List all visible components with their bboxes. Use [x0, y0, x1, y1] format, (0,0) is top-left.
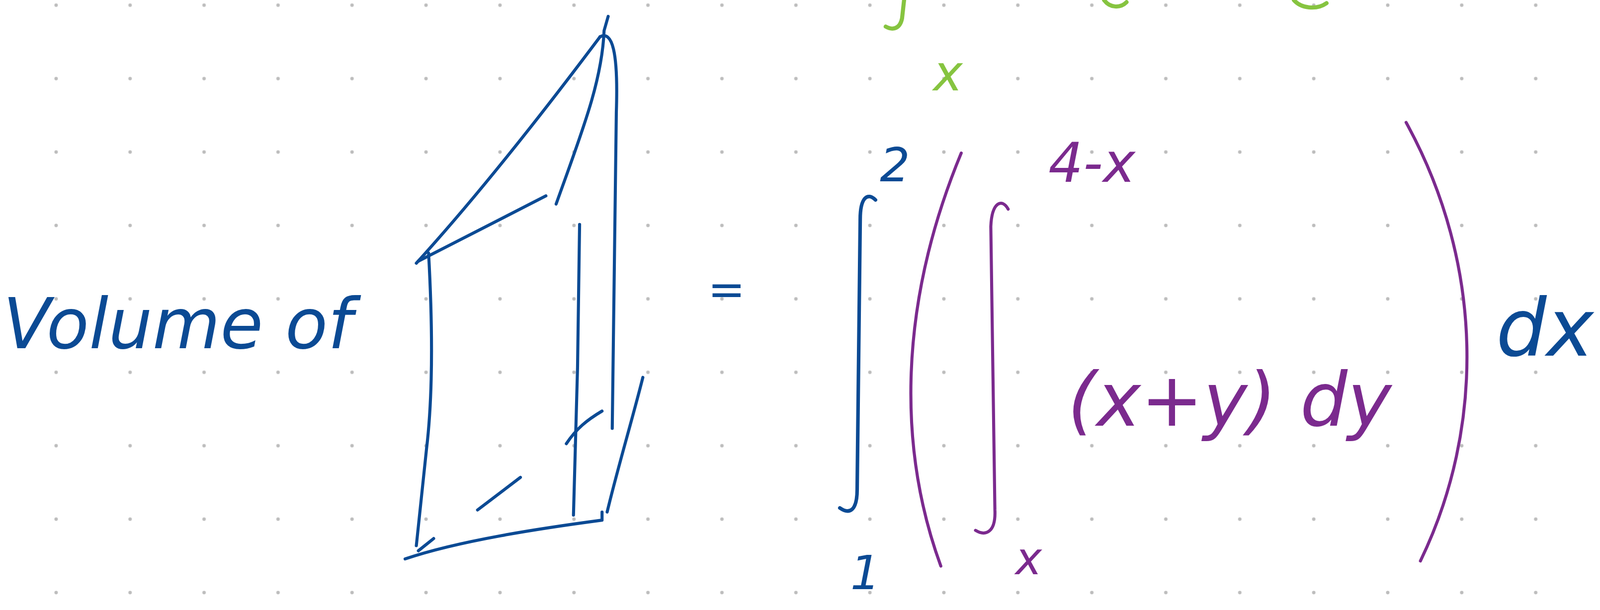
- heading-text: Volume of: [2, 289, 353, 360]
- lower-limit: 1: [850, 549, 881, 597]
- upper-limit: 2: [879, 141, 910, 189]
- equals-sign: =: [707, 267, 746, 313]
- integral-symbols: [911, 122, 1468, 567]
- outer-integral: [840, 196, 876, 512]
- lower-limit: x: [1015, 536, 1042, 582]
- upper-limit: 4-x: [1048, 135, 1136, 191]
- cut-off-green-strokes: [885, 0, 1327, 29]
- solid-sketch: [405, 16, 643, 560]
- differential: dx: [1496, 288, 1594, 369]
- variable-label: x: [933, 48, 963, 99]
- integrand: (x+y) dy: [1067, 362, 1392, 438]
